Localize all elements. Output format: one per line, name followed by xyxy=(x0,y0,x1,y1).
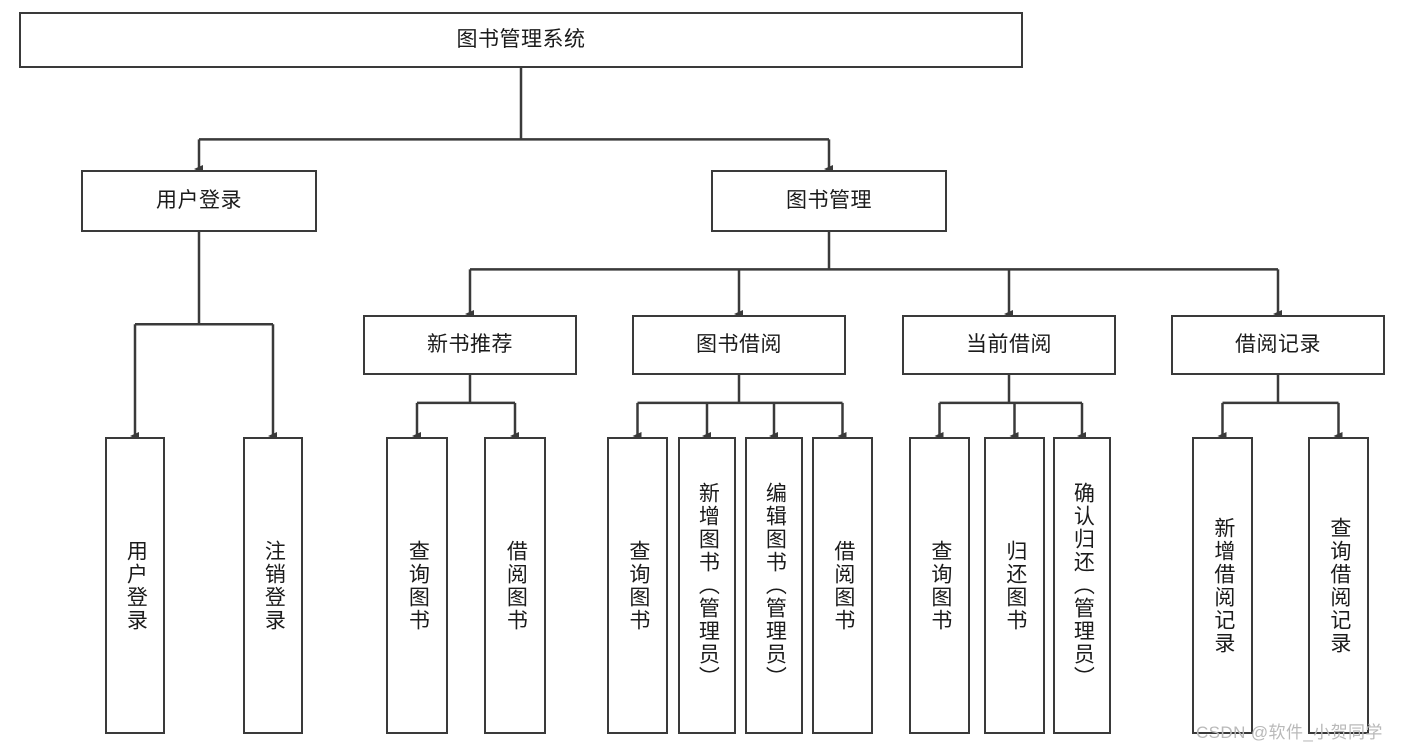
node-leaf-add-record[interactable]: 新增借阅记录 xyxy=(1192,437,1253,734)
node-label-leaf-add-book: 新增图书（管理员） xyxy=(696,482,720,689)
node-label-leaf-query-book-1: 查询图书 xyxy=(406,539,430,632)
node-label-current-borrow: 当前借阅 xyxy=(966,332,1052,356)
node-label-leaf-return-book: 归还图书 xyxy=(1003,539,1027,632)
node-label-leaf-logout: 注销登录 xyxy=(262,539,286,632)
node-label-book-borrow: 图书借阅 xyxy=(696,332,782,356)
node-leaf-logout[interactable]: 注销登录 xyxy=(243,437,303,734)
node-book-manage[interactable]: 图书管理 xyxy=(711,170,947,232)
node-leaf-confirm-return[interactable]: 确认归还（管理员） xyxy=(1053,437,1111,734)
node-label-leaf-borrow-book-2: 借阅图书 xyxy=(831,539,855,632)
node-leaf-edit-book[interactable]: 编辑图书（管理员） xyxy=(745,437,803,734)
node-label-leaf-borrow-book-1: 借阅图书 xyxy=(504,539,528,632)
node-leaf-user-login[interactable]: 用户登录 xyxy=(105,437,165,734)
node-label-root: 图书管理系统 xyxy=(456,27,586,51)
node-label-leaf-query-record: 查询借阅记录 xyxy=(1327,516,1351,655)
node-label-leaf-edit-book: 编辑图书（管理员） xyxy=(763,482,787,689)
node-label-book-manage: 图书管理 xyxy=(786,188,872,212)
node-leaf-borrow-book-2[interactable]: 借阅图书 xyxy=(812,437,873,734)
node-root[interactable]: 图书管理系统 xyxy=(19,12,1023,68)
node-label-leaf-user-login: 用户登录 xyxy=(124,539,148,632)
node-label-borrow-record: 借阅记录 xyxy=(1235,332,1321,356)
node-label-leaf-query-book-2: 查询图书 xyxy=(626,539,650,632)
node-new-book-recommend[interactable]: 新书推荐 xyxy=(363,315,577,375)
node-label-new-book-recommend: 新书推荐 xyxy=(427,332,513,356)
node-current-borrow[interactable]: 当前借阅 xyxy=(902,315,1116,375)
node-leaf-query-book-3[interactable]: 查询图书 xyxy=(909,437,970,734)
node-leaf-query-record[interactable]: 查询借阅记录 xyxy=(1308,437,1369,734)
node-label-leaf-query-book-3: 查询图书 xyxy=(928,539,952,632)
node-borrow-record[interactable]: 借阅记录 xyxy=(1171,315,1385,375)
node-label-user-login: 用户登录 xyxy=(156,188,242,212)
node-user-login[interactable]: 用户登录 xyxy=(81,170,317,232)
node-leaf-borrow-book-1[interactable]: 借阅图书 xyxy=(484,437,546,734)
edge-layer xyxy=(130,68,1343,440)
node-label-leaf-add-record: 新增借阅记录 xyxy=(1211,516,1235,655)
node-leaf-return-book[interactable]: 归还图书 xyxy=(984,437,1045,734)
node-leaf-add-book[interactable]: 新增图书（管理员） xyxy=(678,437,736,734)
node-book-borrow[interactable]: 图书借阅 xyxy=(632,315,846,375)
node-label-leaf-confirm-return: 确认归还（管理员） xyxy=(1071,482,1095,689)
node-leaf-query-book-2[interactable]: 查询图书 xyxy=(607,437,668,734)
node-leaf-query-book-1[interactable]: 查询图书 xyxy=(386,437,448,734)
